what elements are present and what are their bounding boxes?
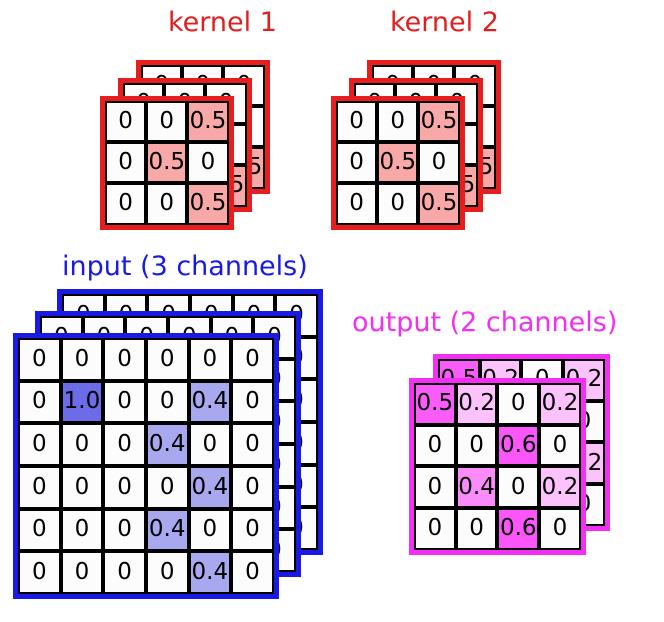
grid-cell: 0.5 [418,101,460,143]
grid-cell: 0.5 [418,183,460,225]
grid-cell: 0 [103,380,146,424]
grid-cell: 0.2 [455,383,498,425]
grid-cell: 0 [188,423,232,466]
grid-cell: 0 [539,508,581,550]
grid-cell: 0 [455,424,498,467]
grid-cell: 0.4 [455,466,498,509]
grid-cell: 0 [187,142,229,184]
grid-cell: 0 [231,465,274,509]
grid-cell: 0.4 [145,423,189,466]
grid-cell: 0 [18,465,61,509]
grid-cell: 0 [103,508,146,552]
grid-cell: 0 [60,508,104,552]
grid-cell: 0 [188,338,232,381]
grid-cell: 0 [455,508,498,550]
grid-cell: 0.4 [188,465,232,509]
grid-cell: 0 [103,465,146,509]
grid-cell: 0 [18,338,61,381]
grid-cell: 0 [539,424,581,467]
grid-cell: 0 [145,551,189,594]
grid-cell: 0 [377,183,419,225]
grid-cell: 0 [105,142,147,184]
grid-cell: 0.6 [497,508,540,550]
grid-cell: 0 [103,551,146,594]
grid-cell: 0 [145,465,189,509]
grid-cell: 0 [18,508,61,552]
grid-cell: 0 [336,101,378,143]
grid-cell: 0 [60,465,104,509]
grid-cell: 0 [105,183,147,225]
grid-cell: 0.5 [187,183,229,225]
grid-cell: 0 [103,423,146,466]
grid-cell: 0.5 [414,383,456,425]
grid-cell: 0.5 [187,101,229,143]
grid-cell: 0.5 [377,142,419,184]
grid-cell: 0.4 [188,551,232,594]
grid-cell: 0 [60,338,104,381]
grid-cell: 0.2 [539,383,581,425]
grid-cell: 0 [18,380,61,424]
input-stack: 0000000000000000000000000000000000000000… [13,289,323,599]
grid-cell: 0 [60,551,104,594]
grid-cell: 1.0 [60,380,104,424]
grid-cell: 0 [231,508,274,552]
output-title: output (2 channels) [352,307,618,338]
grid-cell: 0 [377,101,419,143]
grid-cell: 0 [414,466,456,509]
grid-cell: 0 [145,338,189,381]
grid-cell: 0 [231,338,274,381]
grid-cell: 0 [105,101,147,143]
grid-cell: 0.4 [145,508,189,552]
grid-cell: 0 [231,423,274,466]
grid-cell: 0 [231,380,274,424]
grid-cell: 0.5 [146,142,188,184]
input-title: input (3 channels) [62,251,308,282]
grid-cell: 0 [60,423,104,466]
grid-cell: 0 [18,423,61,466]
kernel-2-title: kernel 2 [390,7,499,38]
kernel-1-title: kernel 1 [168,7,277,38]
grid-cell: 0 [146,101,188,143]
grid-cell: 0 [18,551,61,594]
grid-cell: 0.2 [539,466,581,509]
grid-cell: 0 [146,183,188,225]
output-stack: 0.50.200.2000.6000.400.2000.600.50.200.2… [409,354,610,555]
grid-cell: 0 [497,383,540,425]
grid-cell: 0 [103,338,146,381]
grid-cell: 0 [336,183,378,225]
grid-cell: 0 [336,142,378,184]
grid-cell: 0 [497,466,540,509]
grid-cell: 0.4 [188,380,232,424]
grid-cell: 0 [418,142,460,184]
grid-cell: 0 [414,508,456,550]
grid-cell: 0 [414,424,456,467]
grid-cell: 0.6 [497,424,540,467]
grid-cell: 0 [188,508,232,552]
grid-cell: 0 [145,380,189,424]
grid-cell: 0 [231,551,274,594]
